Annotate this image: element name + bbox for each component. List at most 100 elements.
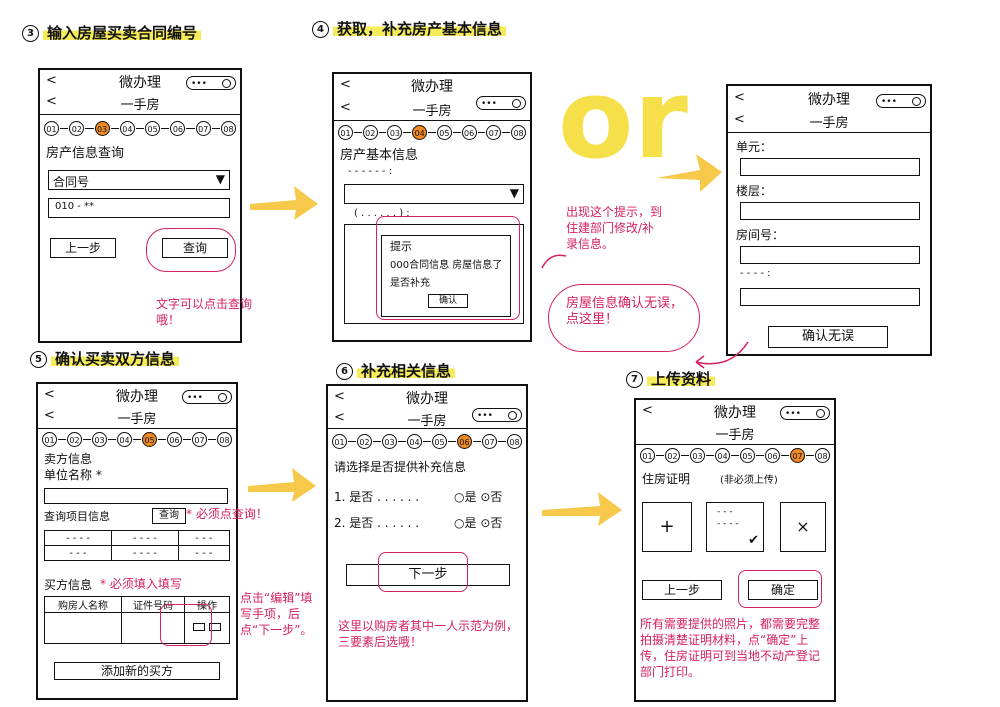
step-circle-08: 08	[507, 434, 522, 449]
unit-input[interactable]	[740, 158, 920, 176]
buyer-required-note: * 必须填入填写	[100, 577, 182, 591]
extra-input[interactable]	[740, 288, 920, 306]
step-connector	[428, 132, 436, 133]
housing-proof-heading: 住房证明	[642, 472, 691, 486]
step-connector	[60, 128, 69, 129]
capsule-menu[interactable]: •••	[182, 390, 232, 404]
operation-highlight	[160, 604, 212, 646]
query-button[interactable]: 查询	[162, 238, 228, 258]
step-circle-02: 02	[69, 121, 85, 136]
step-connector	[448, 441, 456, 442]
page-subtitle: 一手房	[715, 428, 755, 443]
back-icon[interactable]: <	[642, 403, 653, 418]
step-connector	[208, 439, 216, 440]
pointer-arrow-icon	[541, 254, 567, 269]
project-query-label: 查询项目信息	[44, 510, 110, 523]
back-icon[interactable]: <	[734, 112, 745, 127]
capsule-menu[interactable]: •••	[876, 94, 926, 108]
step-connector	[85, 128, 94, 129]
section-heading: 房产信息查询	[46, 146, 125, 161]
app-title: 微办理	[116, 389, 158, 405]
step-connector	[681, 455, 689, 456]
supplement-heading: 请选择是否提供补充信息	[334, 460, 467, 474]
step-circle-06: 06	[765, 448, 780, 463]
confirm-tip-note: 房屋信息确认无误，点这里！	[566, 296, 684, 327]
buyer-heading: 买方信息	[44, 578, 93, 592]
delete-icon[interactable]	[208, 622, 221, 631]
confirm-note-circle	[548, 284, 700, 352]
confirm-correct-button[interactable]: 确认无误	[768, 326, 888, 348]
buyer-table: 购房人名称证件号码操作	[44, 596, 231, 644]
question-2: 2. 是否 . . . . . .	[334, 516, 420, 530]
back-icon[interactable]: <	[334, 389, 345, 404]
query-required-note: * 必须点查询！	[186, 507, 268, 521]
step-circle-07: 07	[195, 121, 211, 136]
confirm-upload-button[interactable]: 确定	[748, 580, 818, 600]
back-icon[interactable]: <	[340, 100, 351, 115]
step-connector	[403, 132, 412, 133]
radio-group-2[interactable]: ○是 ⊙否	[454, 516, 503, 530]
page-subtitle: 一手房	[809, 116, 849, 131]
capsule-menu[interactable]: •••	[186, 76, 236, 90]
add-buyer-button[interactable]: 添加新的买方	[54, 662, 220, 680]
upload-note: 所有需要提供的照片，都需要完整拍摄清楚证明材料，点“确定”上传，住房证明可到当地…	[640, 617, 821, 679]
step-circle-02: 02	[362, 125, 378, 140]
prev-button[interactable]: 上一步	[642, 580, 722, 600]
radio-group-1[interactable]: ○是 ⊙否	[454, 490, 503, 504]
capsule-menu[interactable]: •••	[780, 406, 830, 420]
dropdown-arrow-icon: ▼	[509, 186, 519, 200]
step-circle-05: 05	[432, 434, 447, 449]
step-connector	[108, 439, 116, 440]
remove-photo-icon[interactable]: ×	[780, 502, 826, 552]
app-title: 微办理	[406, 391, 448, 407]
project-query-button[interactable]: 查询	[152, 508, 186, 524]
step-connector	[354, 132, 362, 133]
back-icon[interactable]: <	[334, 410, 345, 425]
back-icon[interactable]: <	[46, 73, 57, 88]
page-subtitle: 一手房	[120, 98, 160, 113]
edit-icon[interactable]	[193, 622, 206, 631]
step-connector	[83, 439, 91, 440]
phone-unit-info: < 微办理 ••• < 一手房 单元： 楼层： 房间号： - - - - : 确…	[726, 84, 932, 356]
back-icon[interactable]: <	[44, 408, 55, 423]
dialog-confirm-button[interactable]: 确认	[428, 294, 468, 308]
step-circle-02: 02	[357, 434, 372, 449]
capsule-menu[interactable]: •••	[472, 408, 522, 422]
uploaded-photo: - - - - - - - ✔	[706, 502, 764, 552]
project-info-table: - - - -- - - -- - - - - -- - - -- - -	[44, 530, 231, 561]
step-circle-01: 01	[332, 434, 347, 449]
step-circle-02: 02	[665, 448, 680, 463]
contract-number-input[interactable]: 010 - **	[48, 198, 230, 218]
capsule-menu[interactable]: •••	[476, 96, 526, 110]
edit-tip-note: 点击“编辑”填写手项，后点“下一步”。	[240, 591, 313, 637]
step-circle-04: 04	[119, 121, 135, 136]
back-icon[interactable]: <	[46, 94, 57, 109]
dialog-message: 000合同信息 房屋信息了	[390, 260, 503, 271]
pointer-arrow-icon	[695, 341, 749, 369]
back-icon[interactable]: <	[44, 387, 55, 402]
add-photo-icon[interactable]: +	[642, 502, 692, 552]
property-select[interactable]: ▼	[344, 184, 524, 204]
back-icon[interactable]: <	[340, 77, 351, 92]
step-circle-06: 06	[457, 434, 472, 449]
company-name-input[interactable]	[44, 488, 228, 504]
dialog-title: 提示	[390, 240, 412, 253]
prev-button[interactable]: 上一步	[50, 238, 116, 258]
unit-label: 单元：	[736, 140, 773, 154]
section-heading: 房产基本信息	[340, 148, 419, 163]
next-button[interactable]: 下一步	[346, 564, 510, 586]
step-circle-04: 04	[407, 434, 422, 449]
step-circle-02: 02	[67, 432, 82, 447]
floor-input[interactable]	[740, 202, 920, 220]
contract-type-select[interactable]: 合同号 ▼	[48, 170, 230, 190]
room-input[interactable]	[740, 246, 920, 264]
step-connector	[110, 128, 119, 129]
step-connector	[58, 439, 66, 440]
back-icon[interactable]: <	[734, 90, 745, 105]
